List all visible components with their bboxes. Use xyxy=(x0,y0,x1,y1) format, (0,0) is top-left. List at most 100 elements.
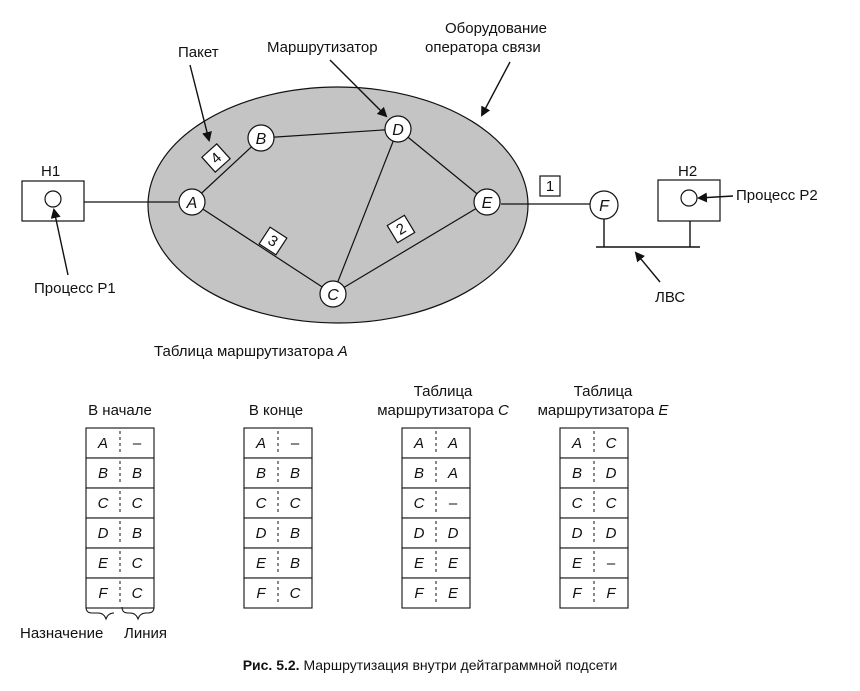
table-line-cell: D xyxy=(448,525,459,542)
table-destination-cell: F xyxy=(98,585,108,602)
process-p2-label: Процесс P2 xyxy=(736,187,818,204)
table-destination-cell: A xyxy=(413,435,424,452)
table-line-cell: – xyxy=(449,495,458,512)
table-destination-cell: D xyxy=(98,525,109,542)
svg-text:1: 1 xyxy=(546,178,554,195)
router-d-label: D xyxy=(392,122,404,139)
table-title: В начале xyxy=(88,402,152,419)
table-destination-cell: A xyxy=(255,435,266,452)
router-a-label: A xyxy=(186,195,198,212)
process-p2-pointer xyxy=(697,192,734,203)
table-title-line1: Таблица xyxy=(414,383,473,400)
table-line-cell: D xyxy=(606,525,617,542)
router-d: D xyxy=(384,115,412,143)
table-line-cell: B xyxy=(290,465,300,482)
packet-1: 1 xyxy=(539,175,561,197)
packet-label: Пакет xyxy=(178,44,219,61)
router-f: F xyxy=(589,190,619,220)
table-line-cell: C xyxy=(132,495,143,512)
router-pointer xyxy=(329,59,388,118)
table-line-cell: C xyxy=(290,585,301,602)
brace-line xyxy=(121,606,155,621)
table-destination-cell: D xyxy=(572,525,583,542)
table-destination-cell: A xyxy=(571,435,582,452)
router-e: E xyxy=(473,188,501,216)
table-destination-cell: C xyxy=(414,495,425,512)
table-line-cell: B xyxy=(290,555,300,572)
table-title: маршрутизатора C xyxy=(377,402,509,419)
line-label: Линия xyxy=(124,625,167,642)
table-line-cell: E xyxy=(448,555,459,572)
table-line-cell: C xyxy=(132,555,143,572)
table-destination-cell: E xyxy=(572,555,583,572)
table-destination-cell: C xyxy=(572,495,583,512)
table-line-cell: C xyxy=(132,585,143,602)
table-destination-cell: B xyxy=(256,465,266,482)
table-line-cell: B xyxy=(132,465,142,482)
table-line-cell: C xyxy=(290,495,301,512)
table-line-cell: B xyxy=(132,525,142,542)
router-label: Маршрутизатор xyxy=(267,39,378,56)
packet-2: 2 xyxy=(386,214,416,244)
table-line-cell: – xyxy=(291,435,300,452)
table-destination-cell: C xyxy=(98,495,109,512)
table-line-cell: A xyxy=(447,465,458,482)
process-p1-label: Процесс P1 xyxy=(34,280,116,297)
table-destination-cell: B xyxy=(98,465,108,482)
table-destination-cell: F xyxy=(414,585,424,602)
table-line-cell: – xyxy=(133,435,142,452)
table-title: В конце xyxy=(249,402,303,419)
table-line-cell: E xyxy=(448,585,459,602)
router-c-label: C xyxy=(327,287,339,304)
router-a: A xyxy=(178,188,206,216)
table-line-cell: A xyxy=(447,435,458,452)
carrier-network-cloud xyxy=(147,86,529,324)
figure-caption: Рис. 5.2. Маршрутизация внутри дейтаграм… xyxy=(243,657,618,673)
table-line-cell: D xyxy=(606,465,617,482)
table-line-cell: C xyxy=(606,495,617,512)
router-f-label: F xyxy=(599,198,610,215)
table-destination-cell: B xyxy=(572,465,582,482)
lan-label: ЛВС xyxy=(655,289,685,306)
table-line-cell: – xyxy=(607,555,616,572)
table-destination-cell: F xyxy=(572,585,582,602)
carrier-label-line1: Оборудование xyxy=(445,20,547,37)
carrier-label-line2: оператора связи xyxy=(425,39,541,56)
table-destination-cell: B xyxy=(414,465,424,482)
table-destination-cell: E xyxy=(256,555,267,572)
process-p2-circle xyxy=(680,189,698,207)
link-a-c xyxy=(191,201,334,295)
link-d-c xyxy=(332,128,399,295)
table-title: маршрутизатора E xyxy=(538,402,670,419)
router-a-table-label: Таблица маршрутизатора A xyxy=(154,343,348,360)
router-e-label: E xyxy=(482,195,493,212)
process-p1-circle xyxy=(44,190,62,208)
packet-3: 3 xyxy=(258,226,288,256)
process-p1-pointer xyxy=(50,208,69,276)
carrier-pointer xyxy=(481,61,511,117)
table-destination-cell: F xyxy=(256,585,266,602)
router-b: B xyxy=(247,124,275,152)
table-destination-cell: E xyxy=(414,555,425,572)
table-title-line1: Таблица xyxy=(574,383,633,400)
packet-pointer xyxy=(189,64,212,142)
host-h1-label: H1 xyxy=(41,163,60,180)
destination-label: Назначение xyxy=(20,625,103,642)
router-b-label: B xyxy=(256,131,267,148)
table-destination-cell: D xyxy=(256,525,267,542)
brace-destination xyxy=(85,606,115,621)
router-c: C xyxy=(319,280,347,308)
table-line-cell: B xyxy=(290,525,300,542)
lan-pointer xyxy=(634,251,661,283)
link-a-b xyxy=(191,137,262,203)
table-destination-cell: D xyxy=(414,525,425,542)
link-c-e xyxy=(332,201,488,295)
packet-4: 4 xyxy=(201,143,231,173)
table-destination-cell: C xyxy=(256,495,267,512)
